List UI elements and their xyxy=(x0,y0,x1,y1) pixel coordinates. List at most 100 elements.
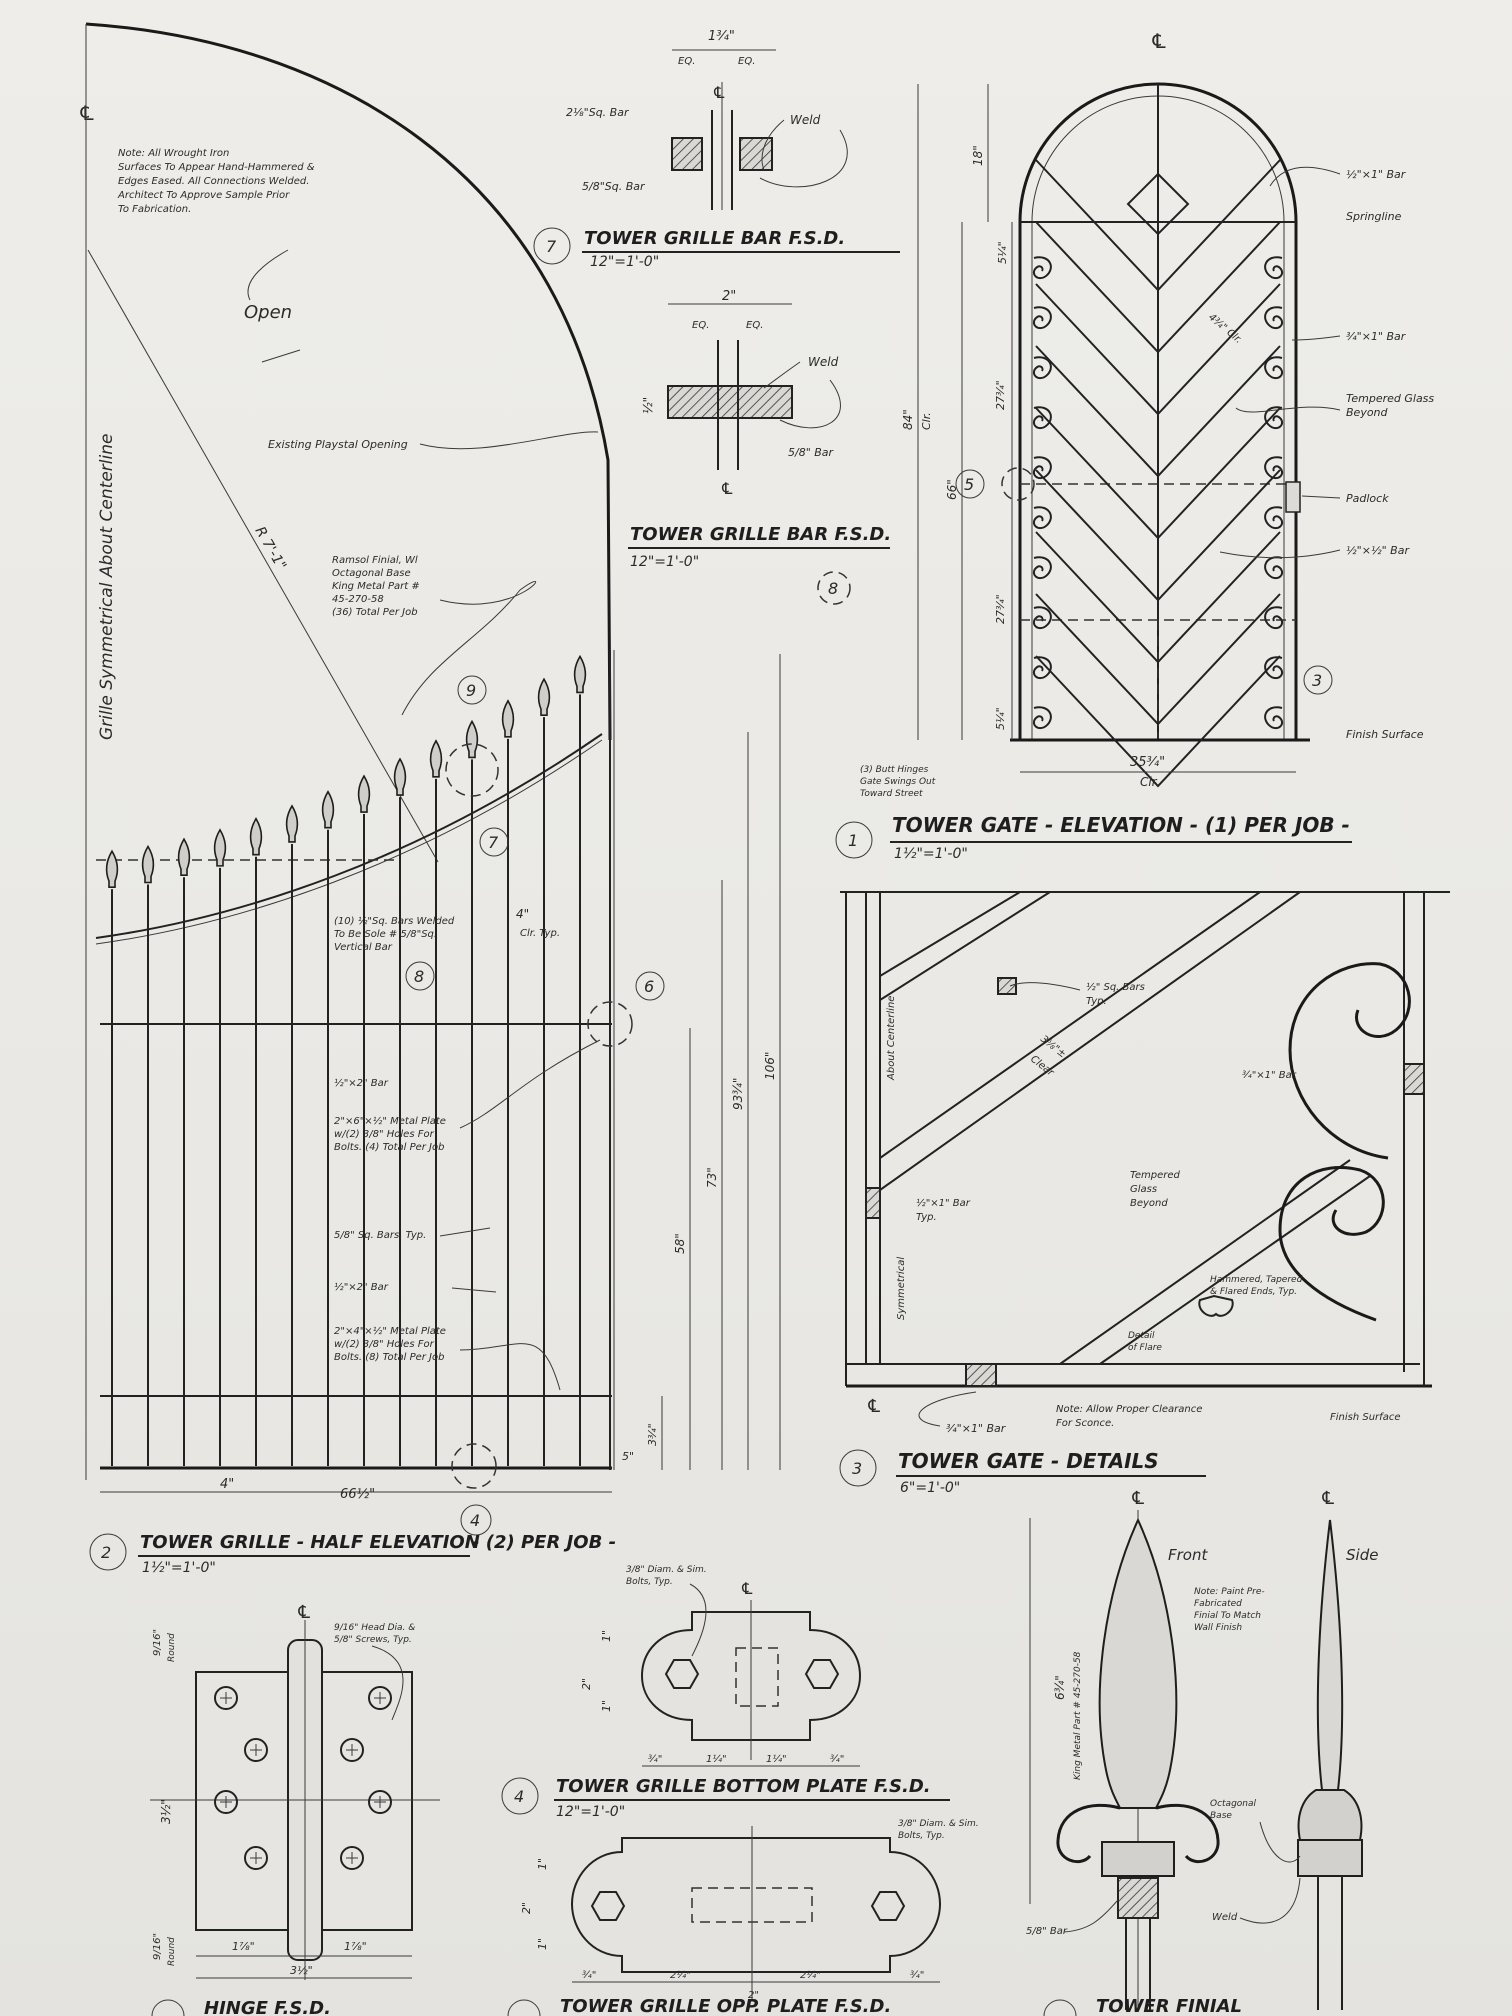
general-note-line: Architect To Approve Sample Prior xyxy=(117,190,290,201)
svg-text:3/8" Diam. & Sim.: 3/8" Diam. & Sim. xyxy=(626,1565,707,1575)
gate-elevation: ℄ xyxy=(1001,29,1310,788)
svg-text:(36) Total Per Job: (36) Total Per Job xyxy=(332,607,418,618)
svg-text:Glass: Glass xyxy=(1130,1184,1157,1195)
svg-text:5/8" Sq. Bars, Typ.: 5/8" Sq. Bars, Typ. xyxy=(334,1230,426,1241)
svg-text:3/8" Diam. & Sim.: 3/8" Diam. & Sim. xyxy=(898,1819,979,1829)
svg-text:℄: ℄ xyxy=(296,1602,312,1623)
svg-text:Note: Paint Pre-: Note: Paint Pre- xyxy=(1194,1587,1265,1597)
svg-text:2": 2" xyxy=(748,1990,759,2001)
finial-callouts: Front Side Note: Paint Pre- Fabricated F… xyxy=(1026,1518,1378,1937)
svg-text:2": 2" xyxy=(722,289,736,304)
svg-text:Finish Surface: Finish Surface xyxy=(1346,728,1424,741)
svg-text:EQ.: EQ. xyxy=(738,56,755,67)
svg-text:TOWER GRILLE BAR F.S.D.: TOWER GRILLE BAR F.S.D. xyxy=(584,228,845,249)
svg-text:Finish Surface: Finish Surface xyxy=(1330,1412,1400,1423)
svg-text:EQ.: EQ. xyxy=(678,56,695,67)
existing-opening-arc xyxy=(85,22,612,741)
svg-text:King Metal Part # 45-270-58: King Metal Part # 45-270-58 xyxy=(1073,1651,1083,1780)
detail-3-title: 3 TOWER GATE - DETAILS 6"=1'-0" xyxy=(839,1449,1206,1496)
existing-opening-label: Existing Playstal Opening xyxy=(268,438,408,451)
grille-dimensions: 106" 93¾" 73" 58" 3¾" 5" 4" Clr. Typ. 66… xyxy=(100,654,781,1502)
radius-label: R 7'-1" xyxy=(252,524,290,573)
detail-7-bar-section: 1¾" EQ. EQ. ℄ 2⅛"Sq. Bar 5/8"Sq. Bar Wel… xyxy=(533,29,900,270)
svg-text:1: 1 xyxy=(848,831,858,850)
finial-note: Ramsol Finial, Wl Octagonal Base King Me… xyxy=(332,555,420,618)
svg-text:12"=1'-0": 12"=1'-0" xyxy=(590,254,659,270)
svg-text:TOWER GRILLE BOTTOM PLATE F.S.: TOWER GRILLE BOTTOM PLATE F.S.D. xyxy=(556,1776,931,1797)
svg-text:27¾": 27¾" xyxy=(994,380,1007,410)
svg-text:106": 106" xyxy=(763,1052,777,1080)
svg-text:TOWER GATE - ELEVATION - (1) P: TOWER GATE - ELEVATION - (1) PER JOB - xyxy=(892,813,1350,837)
gate-details xyxy=(840,891,1450,1388)
svg-text:Bolts. (4) Total Per Job: Bolts. (4) Total Per Job xyxy=(334,1142,444,1153)
svg-text:27¾": 27¾" xyxy=(994,594,1007,624)
svg-text:6¾": 6¾" xyxy=(1053,1675,1067,1700)
svg-text:TOWER FINIAL: TOWER FINIAL xyxy=(1096,1996,1242,2016)
svg-text:Typ.: Typ. xyxy=(916,1212,937,1223)
grille-half-elevation xyxy=(95,650,615,1470)
svg-text:Bolts. (8) Total Per Job: Bolts. (8) Total Per Job xyxy=(334,1352,444,1363)
svg-text:Weld: Weld xyxy=(790,113,821,127)
svg-text:5¼": 5¼" xyxy=(996,241,1009,264)
general-note-line: Edges Eased. All Connections Welded. xyxy=(118,176,309,187)
svg-text:Fabricated: Fabricated xyxy=(1194,1599,1242,1609)
svg-text:58": 58" xyxy=(673,1233,687,1254)
svg-text:1¾": 1¾" xyxy=(708,29,735,44)
svg-text:(10) ½"Sq. Bars Welded: (10) ½"Sq. Bars Welded xyxy=(334,915,455,927)
svg-text:¾": ¾" xyxy=(582,1970,596,1981)
svg-text:Clr.: Clr. xyxy=(920,412,933,430)
svg-text:Round: Round xyxy=(167,1633,177,1662)
svg-text:¾"×1" Bar: ¾"×1" Bar xyxy=(1346,330,1407,343)
svg-text:7: 7 xyxy=(546,237,557,256)
svg-text:¾": ¾" xyxy=(648,1754,662,1765)
svg-text:w/(2) 3/8" Holes For: w/(2) 3/8" Holes For xyxy=(334,1339,435,1350)
symmetry-side-note: Grille Symmetrical About Centerline xyxy=(97,434,117,740)
svg-text:6"=1'-0": 6"=1'-0" xyxy=(900,1480,960,1496)
svg-text:Hammered, Tapered: Hammered, Tapered xyxy=(1210,1275,1303,1285)
gate-details-callouts: About Centerline Symmetrical ½" Sq. Bars… xyxy=(866,981,1400,1435)
hinge-detail: ℄ 9/16" Head Dia. & 5/8" Screws, Typ. 9/… xyxy=(150,1602,440,1980)
gate-callouts: ½"×1" Bar Springline ¾"×1" Bar Tempered … xyxy=(860,166,1434,799)
svg-text:½"×2" Bar: ½"×2" Bar xyxy=(334,1077,389,1089)
svg-text:TOWER GRILLE OPP. PLATE F.S.D.: TOWER GRILLE OPP. PLATE F.S.D. xyxy=(560,1996,891,2016)
svg-text:2¼": 2¼" xyxy=(800,1969,821,1981)
svg-text:2"×6"×½" Metal Plate: 2"×6"×½" Metal Plate xyxy=(334,1115,446,1127)
svg-text:EQ.: EQ. xyxy=(746,320,763,331)
svg-text:3: 3 xyxy=(1312,671,1322,690)
svg-text:Base: Base xyxy=(1210,1811,1232,1821)
svg-text:TOWER GATE - DETAILS: TOWER GATE - DETAILS xyxy=(898,1449,1159,1473)
svg-text:Clr. Typ.: Clr. Typ. xyxy=(520,928,560,939)
svg-text:1⅞": 1⅞" xyxy=(232,1940,255,1953)
detail-4-title: 4 TOWER GRILLE BOTTOM PLATE F.S.D. 12"=1… xyxy=(501,1776,950,1820)
general-note-line: To Fabrication. xyxy=(118,204,191,215)
svg-text:℄: ℄ xyxy=(1320,1488,1336,1509)
marker-8: 8 xyxy=(405,961,435,991)
svg-text:(3) Butt Hinges: (3) Butt Hinges xyxy=(860,765,929,775)
svg-text:73": 73" xyxy=(705,1167,719,1188)
svg-text:¾": ¾" xyxy=(830,1754,844,1765)
svg-text:5/8" Bar: 5/8" Bar xyxy=(1026,1926,1068,1937)
general-note-line: Note: All Wrought Iron xyxy=(118,148,229,159)
svg-text:Round: Round xyxy=(167,1937,177,1966)
svg-text:About Centerline: About Centerline xyxy=(886,996,897,1081)
svg-text:4: 4 xyxy=(514,1787,524,1806)
svg-text:EQ.: EQ. xyxy=(692,320,709,331)
svg-text:Padlock: Padlock xyxy=(1346,492,1389,505)
svg-text:2⅛"Sq. Bar: 2⅛"Sq. Bar xyxy=(566,106,630,119)
svg-text:Tempered: Tempered xyxy=(1130,1170,1181,1181)
svg-text:2": 2" xyxy=(520,1902,533,1914)
svg-text:of Flare: of Flare xyxy=(1128,1343,1162,1353)
svg-text:℄: ℄ xyxy=(1130,1488,1146,1509)
svg-text:Clr.: Clr. xyxy=(1140,775,1159,789)
svg-text:TOWER GRILLE - HALF ELEVATION: TOWER GRILLE - HALF ELEVATION xyxy=(140,1532,480,1553)
svg-text:Vertical Bar: Vertical Bar xyxy=(334,942,393,953)
svg-text:Symmetrical: Symmetrical xyxy=(896,1257,907,1320)
svg-text:1": 1" xyxy=(536,1858,549,1870)
svg-text:Side: Side xyxy=(1346,1546,1378,1564)
svg-text:HINGE F.S.D.: HINGE F.S.D. xyxy=(204,1998,331,2016)
svg-text:8: 8 xyxy=(414,967,424,986)
svg-text:℄: ℄ xyxy=(740,1579,754,1598)
svg-text:1½"=1'-0": 1½"=1'-0" xyxy=(894,846,968,862)
centerline-symbol: ℄ xyxy=(78,101,96,125)
